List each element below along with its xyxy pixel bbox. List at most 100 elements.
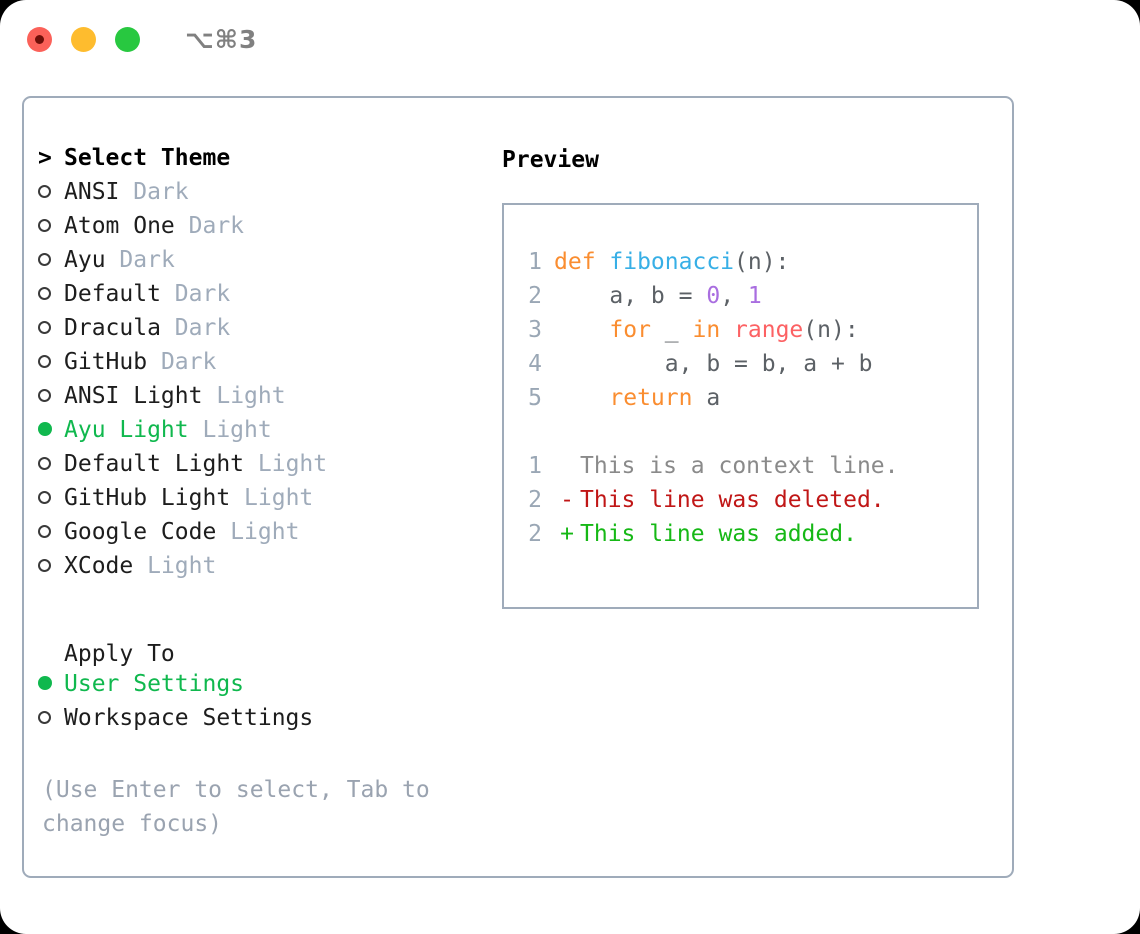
line-number: 1 bbox=[528, 249, 542, 275]
diff-line: 2-This line was deleted. bbox=[518, 487, 977, 521]
apply-to-option-user-settings[interactable]: User Settings bbox=[38, 671, 493, 705]
code-token: a, b = bbox=[554, 283, 707, 309]
line-number: 4 bbox=[528, 351, 542, 377]
bullet-shape bbox=[38, 559, 51, 572]
radio-unselected-icon bbox=[38, 705, 64, 731]
line-number: 2 bbox=[528, 521, 542, 547]
bullet-shape bbox=[38, 355, 51, 368]
code-diff-spacer bbox=[518, 419, 977, 453]
diff-line: 2+This line was added. bbox=[518, 521, 977, 555]
code-token: in bbox=[692, 317, 721, 343]
theme-name: Dracula bbox=[64, 315, 161, 341]
traffic-light-group bbox=[27, 26, 140, 52]
code-token: for bbox=[609, 317, 651, 343]
title-bar: ⌥⌘3 bbox=[0, 0, 1140, 78]
theme-variant-tag: Dark bbox=[119, 247, 175, 273]
theme-variant-tag: Dark bbox=[160, 349, 217, 375]
bullet-shape bbox=[38, 253, 51, 266]
radio-unselected-icon bbox=[38, 349, 64, 375]
code-line: 5 return a bbox=[518, 385, 977, 419]
radio-unselected-icon bbox=[38, 281, 64, 307]
code-token bbox=[554, 385, 609, 411]
theme-variant-tag: Dark bbox=[174, 315, 231, 341]
apply-to-label: Workspace Settings bbox=[64, 705, 314, 731]
line-number: 2 bbox=[528, 283, 542, 309]
line-number: 1 bbox=[528, 453, 542, 479]
code-token: 0 bbox=[706, 283, 721, 309]
bullet-shape bbox=[38, 321, 51, 334]
maximize-button-icon[interactable] bbox=[115, 26, 140, 52]
code-token: , bbox=[720, 283, 748, 309]
keyboard-shortcut-label: ⌥⌘3 bbox=[185, 24, 258, 54]
apply-to-label: User Settings bbox=[64, 671, 245, 697]
bullet-shape bbox=[38, 491, 51, 504]
theme-option-google-code[interactable]: Google Code Light bbox=[38, 519, 493, 553]
line-number: 5 bbox=[528, 385, 542, 411]
theme-name: GitHub Light bbox=[64, 485, 231, 511]
theme-name: ANSI bbox=[64, 179, 120, 205]
bullet-shape bbox=[38, 525, 51, 538]
line-number: 2 bbox=[528, 487, 542, 513]
diff-line: 1 This is a context line. bbox=[518, 453, 977, 487]
theme-option-dracula[interactable]: Dracula Dark bbox=[38, 315, 493, 349]
theme-variant-tag: Light bbox=[202, 417, 272, 443]
theme-variant-tag: Dark bbox=[174, 281, 231, 307]
theme-name: XCode bbox=[64, 553, 134, 579]
theme-option-default[interactable]: Default Dark bbox=[38, 281, 493, 315]
radio-unselected-icon bbox=[38, 485, 64, 511]
code-token: a, b = b, a + b bbox=[554, 351, 873, 377]
diff-text: This is a context line. bbox=[580, 453, 899, 479]
theme-option-atom-one[interactable]: Atom One Dark bbox=[38, 213, 493, 247]
bullet-shape bbox=[38, 422, 52, 436]
close-button-icon[interactable] bbox=[27, 26, 52, 52]
code-line: 2 a, b = 0, 1 bbox=[518, 283, 977, 317]
bullet-shape bbox=[38, 219, 51, 232]
theme-variant-tag: Light bbox=[230, 519, 300, 545]
line-number: 3 bbox=[528, 317, 542, 343]
preview-title: Preview bbox=[502, 147, 599, 173]
bullet-shape bbox=[38, 389, 51, 402]
code-token: fibonacci bbox=[609, 249, 735, 275]
theme-option-default-light[interactable]: Default Light Light bbox=[38, 451, 493, 485]
code-token: def bbox=[554, 249, 610, 275]
code-token: 1 bbox=[747, 283, 762, 309]
apply-to-option-workspace-settings[interactable]: Workspace Settings bbox=[38, 705, 493, 739]
theme-name: Google Code bbox=[64, 519, 217, 545]
theme-option-xcode[interactable]: XCode Light bbox=[38, 553, 493, 587]
theme-option-ayu-light[interactable]: Ayu Light Light bbox=[38, 417, 493, 451]
theme-option-github[interactable]: GitHub Dark bbox=[38, 349, 493, 383]
code-token: _ bbox=[650, 317, 693, 343]
theme-variant-tag: Light bbox=[147, 553, 217, 579]
bullet-shape bbox=[38, 711, 51, 724]
theme-variant-tag: Dark bbox=[133, 179, 189, 205]
diff-text: This line was deleted. bbox=[580, 487, 885, 513]
code-token: return bbox=[609, 385, 693, 411]
theme-option-ansi-light[interactable]: ANSI Light Light bbox=[38, 383, 493, 417]
radio-unselected-icon bbox=[38, 315, 64, 341]
radio-selected-icon bbox=[38, 671, 64, 697]
theme-name: Default bbox=[64, 281, 161, 307]
record-dot-icon bbox=[35, 34, 44, 44]
theme-option-ansi[interactable]: ANSI Dark bbox=[38, 179, 493, 213]
code-token: range bbox=[734, 317, 804, 343]
theme-name: Default Light bbox=[64, 451, 245, 477]
apply-to-header: Apply To bbox=[64, 641, 175, 667]
diff-marker-icon: + bbox=[560, 521, 574, 547]
radio-unselected-icon bbox=[38, 179, 64, 205]
radio-unselected-icon bbox=[38, 519, 64, 545]
theme-option-ayu[interactable]: Ayu Dark bbox=[38, 247, 493, 281]
radio-unselected-icon bbox=[38, 247, 64, 273]
theme-option-github-light[interactable]: GitHub Light Light bbox=[38, 485, 493, 519]
theme-variant-tag: Dark bbox=[188, 213, 245, 239]
bullet-shape bbox=[38, 287, 51, 300]
minimize-button-icon[interactable] bbox=[71, 26, 96, 52]
bullet-shape bbox=[38, 185, 51, 198]
radio-unselected-icon bbox=[38, 213, 64, 239]
